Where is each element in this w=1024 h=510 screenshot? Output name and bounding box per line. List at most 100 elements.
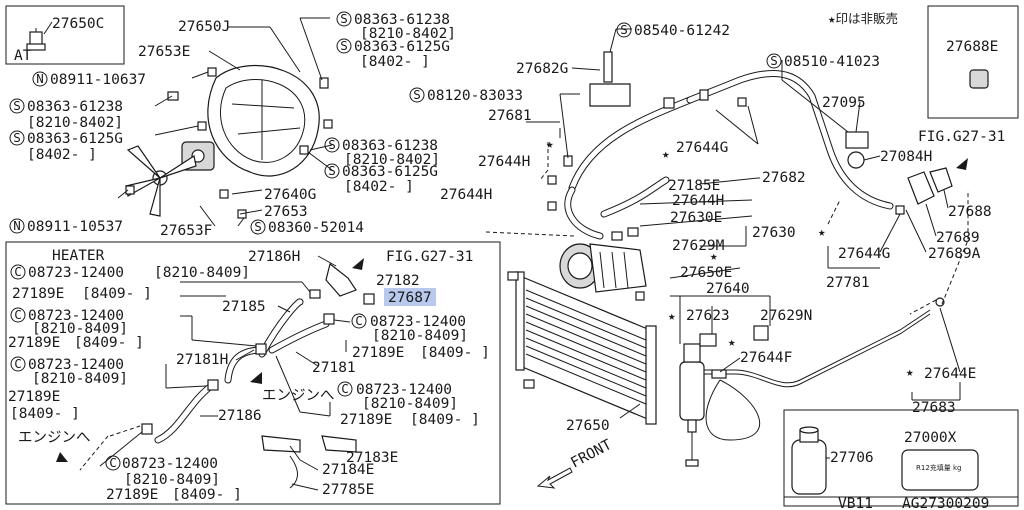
range-label: [8409- ]	[172, 487, 242, 503]
part-label: 27785E	[322, 482, 374, 498]
range-label: [8409- ]	[420, 345, 490, 361]
s-symbol: S	[413, 87, 421, 102]
heater-clamps	[141, 262, 375, 489]
not-sold-inset-box	[927, 5, 1019, 119]
highlight-27687	[384, 288, 436, 306]
heater-title: HEATER	[52, 248, 105, 264]
part-label: 08363-61238	[354, 12, 450, 28]
diagram-code: AG27300209	[902, 496, 989, 510]
part-label: 27681	[488, 108, 532, 124]
front-label: FRONT	[568, 437, 614, 472]
at-inset-box	[5, 5, 125, 65]
part-label: 27706	[830, 450, 874, 466]
range-label: [8210-8402]	[27, 115, 123, 131]
model-code: VB11	[838, 496, 873, 510]
part-label: 27644H	[440, 187, 492, 203]
part-label: 08723-12400	[356, 382, 452, 398]
not-sold-star-icon: ★	[668, 308, 676, 323]
fig-ref-label: FIG.G27-31	[386, 249, 473, 265]
not-sold-star-icon: ★	[710, 248, 718, 263]
part-label-highlighted: 27687	[388, 290, 432, 306]
part-label: 27644H	[478, 154, 530, 170]
range-label: [8409- ]	[74, 335, 144, 351]
part-label: 27644F	[740, 350, 792, 366]
part-label: 27630E	[670, 210, 722, 226]
part-label: 08723-12400	[28, 265, 124, 281]
part-label: 27189E	[352, 345, 404, 361]
range-label: [8402- ]	[27, 147, 97, 163]
at-label: AT	[14, 48, 32, 64]
part-label: 27182	[376, 273, 420, 289]
destination-label: エンジンへ	[262, 388, 335, 404]
range-label: [8210-8402]	[360, 26, 456, 42]
part-label: 27644E	[924, 366, 976, 382]
range-label: [8402- ]	[360, 54, 430, 70]
part-label: 27682G	[516, 61, 568, 77]
not-sold-legend: ★印は非販売	[828, 11, 898, 26]
fig-ref-label: FIG.G27-31	[918, 129, 1005, 145]
part-label: 27781	[826, 275, 870, 291]
not-sold-star-icon: ★	[906, 364, 914, 379]
engine-arrow-icon	[56, 452, 68, 462]
compressor	[559, 243, 647, 293]
part-label: 08360-52014	[268, 220, 364, 236]
part-label: 27186H	[248, 249, 300, 265]
range-label: [8409- ]	[82, 286, 152, 302]
part-label: 27653	[264, 204, 308, 220]
part-label: 27189E	[12, 286, 64, 302]
range-label: [8210-8409]	[32, 321, 128, 337]
c-symbol: C	[14, 356, 22, 371]
part-label: 27623	[686, 308, 730, 324]
part-label: 27682	[762, 170, 806, 186]
c-symbol: C	[109, 455, 117, 470]
c-symbol: C	[14, 307, 22, 322]
n-symbol: N	[36, 71, 44, 86]
part-label: 27650J	[178, 19, 230, 35]
s-symbol: S	[340, 38, 348, 53]
part-label: 08723-12400	[370, 314, 466, 330]
part-label: 27181H	[176, 352, 228, 368]
not-sold-star-icon: ★	[728, 334, 736, 349]
part-label: 27181	[312, 360, 356, 376]
s-symbol: S	[328, 137, 336, 152]
label-plate	[901, 449, 979, 491]
part-label: 27644G	[676, 140, 728, 156]
part-label: 08363-61238	[27, 99, 123, 115]
part-label: 27650E	[680, 265, 732, 281]
part-label: 27644G	[838, 246, 890, 262]
s-symbol: S	[770, 53, 778, 68]
part-label: 08363-6125G	[342, 164, 438, 180]
part-label: 27189E	[340, 412, 392, 428]
range-label: [8409- ]	[410, 412, 480, 428]
part-label: 27185E	[668, 178, 720, 194]
condenser-bolts	[507, 271, 645, 389]
part-label: 27630	[752, 225, 796, 241]
c-symbol: C	[355, 313, 363, 328]
part-label: 27084H	[880, 149, 932, 165]
heater-inset-box	[5, 241, 501, 505]
part-label: 27000X	[904, 430, 957, 446]
part-label: 27650	[566, 418, 610, 434]
part-label: 27688E	[946, 39, 998, 55]
s-symbol: S	[13, 98, 21, 113]
part-label: 27186	[218, 408, 262, 424]
refrigerant-can	[791, 426, 827, 495]
not-sold-star-icon: ★	[818, 224, 826, 239]
part-label: 27189E	[8, 389, 60, 405]
engine-arrow-icon	[250, 372, 262, 384]
part-label: 08540-61242	[634, 23, 730, 39]
part-label: 27189E	[106, 487, 158, 503]
receiver-drier	[679, 343, 705, 467]
s-symbol: S	[254, 219, 262, 234]
condenser	[515, 271, 657, 425]
part-label: 27629N	[760, 308, 812, 324]
range-label: [8402- ]	[344, 179, 414, 195]
circle-symbols	[9, 11, 782, 471]
part-label: 27689	[936, 230, 980, 246]
range-label: [8210-8409]	[32, 371, 128, 387]
range-label: [8210-8409]	[372, 328, 468, 344]
not-sold-star-icon: ★	[662, 146, 670, 161]
part-label: 27185	[222, 299, 266, 315]
